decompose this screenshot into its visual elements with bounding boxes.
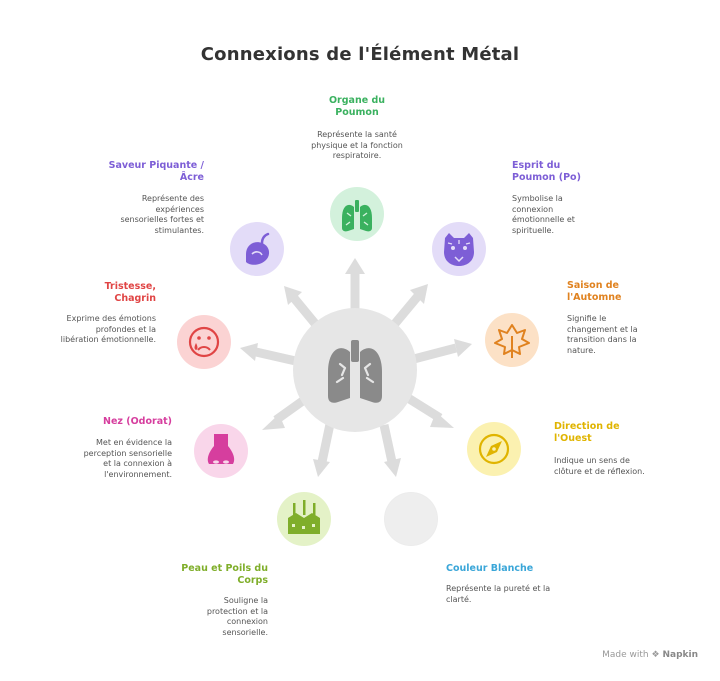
node-skin-circle (277, 492, 331, 546)
compass-icon (478, 433, 510, 465)
autumn-title: Saison de l'Automne (567, 280, 622, 303)
node-west-circle (467, 422, 521, 476)
arrow-down-right (379, 424, 401, 477)
skin-hair-icon (288, 500, 320, 534)
node-grief-circle (177, 315, 231, 369)
node-lung-organ-circle (330, 187, 384, 241)
sad-face-icon (188, 326, 220, 358)
arrow-down-left (313, 423, 335, 477)
node-nose-circle (194, 424, 248, 478)
hub (293, 308, 417, 432)
white-desc: Représente la pureté et la clarté. (446, 584, 551, 604)
tiger-icon (444, 233, 474, 266)
lungs-icon (342, 200, 372, 232)
pungent-title: Saveur Piquante / Âcre (108, 160, 204, 183)
arrow-left (240, 343, 301, 367)
west-desc: Indique un sens de clôture et de réflexi… (554, 456, 645, 476)
pepper-icon (246, 232, 270, 265)
lung-spirit-desc: Symbolise la connexion émotionnelle et s… (512, 194, 575, 235)
nose-desc: Met en évidence la perception sensoriell… (83, 438, 172, 479)
diagram-title: Connexions de l'Élément Métal (200, 44, 520, 65)
arrow-lower-left (262, 396, 307, 430)
grief-desc: Exprime des émotions profondes et la lib… (60, 314, 156, 344)
skin-desc: Souligne la protection et la connexion s… (206, 596, 268, 637)
footer-prefix: Made with (602, 650, 649, 660)
autumn-desc: Signifie le changement et la transition … (567, 314, 638, 355)
arrow-lower-right (405, 394, 454, 428)
nose-title: Nez (Odorat) (103, 416, 172, 427)
node-autumn-circle (485, 313, 539, 367)
node-lung-spirit-circle (432, 222, 486, 276)
lung-spirit-title: Esprit du Poumon (Po) (512, 160, 581, 183)
white-title: Couleur Blanche (446, 563, 534, 574)
skin-title: Peau et Poils du Corps (181, 563, 268, 586)
node-white-circle (384, 492, 438, 546)
napkin-logo-icon: ❖ (651, 650, 660, 660)
leaf-icon (494, 324, 530, 358)
lung-organ-title: Organe du Poumon (328, 95, 386, 118)
arrow-right (408, 339, 472, 365)
west-title: Direction de l'Ouest (554, 421, 620, 444)
made-with-napkin[interactable]: Made with ❖ Napkin (602, 650, 698, 660)
nose-icon (207, 434, 235, 464)
hub-lungs-icon (328, 340, 382, 403)
white-circle-icon (385, 493, 437, 545)
footer-brand: Napkin (662, 650, 698, 660)
node-pungent-circle (230, 222, 284, 276)
lung-organ-desc: Représente la santé physique et la fonct… (311, 130, 403, 160)
pungent-desc: Représente des expériences sensorielles … (120, 194, 204, 235)
grief-title: Tristesse, Chagrin (104, 281, 156, 304)
